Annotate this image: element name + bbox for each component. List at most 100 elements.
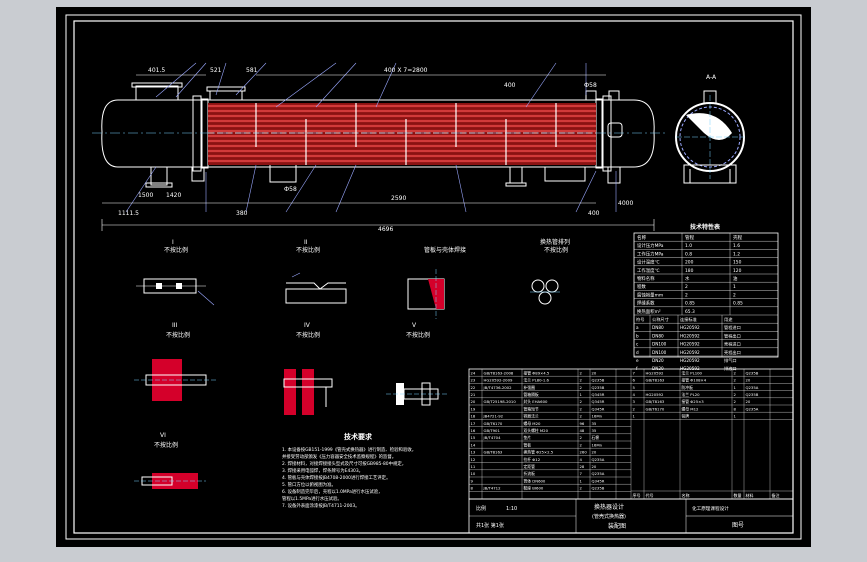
bom-cell: 接管 Φ25×3 <box>682 399 705 404</box>
svg-text:不按比例: 不按比例 <box>164 246 188 254</box>
svg-text:IV: IV <box>304 322 311 329</box>
svg-text:不按比例: 不按比例 <box>544 246 568 254</box>
spec-cell: 0.85 <box>685 301 695 307</box>
dim-left-a: 1111.5 <box>118 210 139 217</box>
detail-view-tubesheet-weld: 管板与壳体焊接 <box>407 246 466 319</box>
bom-cell: 7 <box>633 370 636 375</box>
spec-table-title: 技术特性表 <box>690 223 721 231</box>
outer-frame <box>65 14 802 540</box>
part-leaders <box>125 62 617 213</box>
bom-cell: GB/T901 <box>484 428 501 433</box>
spec-cell: 1.0 <box>685 243 692 249</box>
spec-cell: 0.8 <box>685 251 692 257</box>
spec-cell: 0.85 <box>733 301 743 307</box>
dim-top-left: 401.5 <box>148 67 165 74</box>
bom-cell: 管箱短节 <box>524 406 539 411</box>
bom-header-cell: 备注 <box>772 492 780 498</box>
bom-cell: 2 <box>580 406 583 411</box>
title-scale-value: 1:10 <box>506 506 517 512</box>
spec-cell: 150 <box>733 260 742 266</box>
bom-cell: 容器法兰 <box>524 414 539 419</box>
spec-cell: 腐蚀裕量mm <box>637 291 663 298</box>
bom-cell: 260 <box>580 450 588 455</box>
bom-cell: Q235A <box>592 471 605 476</box>
bom-cell: 2 <box>633 406 636 411</box>
drawing-sheet: 4696 2590 400 X 7=2800 401.5 521 581 400… <box>56 7 811 547</box>
bom-cell: 拉杆 Φ12 <box>524 457 541 462</box>
nozzle-cell: HG20592 <box>680 325 700 330</box>
inner-frame <box>73 20 794 534</box>
nozzle-cell: DN80 <box>652 325 664 330</box>
bom-cell: 2 <box>580 414 583 419</box>
bom-cell: 11 <box>471 464 476 469</box>
detail-view-3: III 不按比例 <box>134 322 216 401</box>
bom-cell: 1 <box>580 392 583 397</box>
bom-cell: GB/T6170 <box>646 406 665 411</box>
bom-cell: 20 <box>746 378 751 383</box>
section-a-a-view: A-A <box>675 74 745 184</box>
svg-text:管板与壳体焊接: 管板与壳体焊接 <box>424 246 466 254</box>
title-drawing-no: 图号 <box>732 522 744 529</box>
bom-cell: GB/T8163 <box>646 378 665 383</box>
bom-cell: 4 <box>580 457 583 462</box>
spec-cell: 油 <box>733 275 738 282</box>
bom-cell: 接管 Φ89×4.5 <box>524 370 550 375</box>
bom-cell: 3 <box>633 399 636 404</box>
bom-cell: 2 <box>580 486 583 491</box>
nozzle-cell: 壳程出口 <box>724 349 741 356</box>
bom-cell: 法兰 PL100 <box>682 370 703 375</box>
tech-req-line: 6. 设备制造完毕后，壳程以1.0MPa进行水压试验， <box>282 488 383 495</box>
bom-cell: 筒体 DN600 <box>524 478 546 483</box>
nozzle-cell: e <box>636 358 639 363</box>
bom-cell: GB/T8163-2008 <box>484 370 514 375</box>
bom-cell: 20 <box>746 399 751 404</box>
nozzle-cell: b <box>636 333 639 338</box>
svg-text:I: I <box>172 239 174 246</box>
svg-text:III: III <box>172 322 178 329</box>
nozzle-cell: c <box>636 342 639 347</box>
nozzle-cell: 排气口 <box>724 357 737 364</box>
bom-cell: 8 <box>471 486 474 491</box>
bom-cell: 接管 Φ108×4 <box>682 378 707 383</box>
bom-cell: HG20592 <box>646 392 664 397</box>
bom-cell: 1 <box>633 414 636 419</box>
svg-text:VI: VI <box>160 432 166 439</box>
svg-text:不按比例: 不按比例 <box>166 331 190 339</box>
bom-header-cell: 材料 <box>746 492 754 498</box>
bom-cell: 4 <box>633 392 636 397</box>
title-subtitle: (管壳式换热器) <box>592 513 626 520</box>
detail-view-2: II 不按比例 <box>285 239 347 304</box>
bom-cell: 管板 <box>524 442 532 447</box>
bom-cell: 18 <box>471 414 476 419</box>
bom-cell: 2 <box>734 370 737 375</box>
bom-cell: 石棉 <box>592 435 600 440</box>
bom-cell: 14 <box>471 442 476 447</box>
tech-req-line: 并接受劳动部颁发《压力容器安全技术监察规程》的监督。 <box>282 453 396 460</box>
svg-text:不按比例: 不按比例 <box>406 331 430 339</box>
nozzle-cell: HG20592 <box>680 333 700 338</box>
bom-cell: 8 <box>734 406 737 411</box>
nozzle-header-cell: 公称尺寸 <box>652 316 669 323</box>
bom-cell: Q345R <box>592 392 605 397</box>
bom-cell: 补强圈 <box>524 385 536 390</box>
bom-cell: 铭牌 <box>682 414 690 419</box>
bom-cell: 35 <box>592 428 597 433</box>
bom-cell: 24 <box>471 370 476 375</box>
bom-cell: Q345R <box>592 478 605 483</box>
dim-mid-a: 380 <box>236 210 248 217</box>
bom-cell: 20 <box>592 370 597 375</box>
bom-cell: 2 <box>580 442 583 447</box>
main-elevation-view <box>101 82 655 188</box>
technical-requirements: 技术要求 1. 本设备按GB151-1999《管壳式换热器》进行制造、检验和验收… <box>282 432 416 509</box>
spec-cell: 程数 <box>637 283 646 290</box>
spec-cell: 1.6 <box>733 243 740 249</box>
bom-cell: 28 <box>580 464 585 469</box>
bom-cell: 20 <box>592 464 597 469</box>
bom-cell: HG20592-2009 <box>484 378 513 383</box>
title-block: 换热器设计 (管壳式换热器) 装配图 化工原理课程设计 图号 比例 1:10 共… <box>468 498 794 534</box>
bom-cell: Q235B <box>592 378 605 383</box>
bom-cell: 16 <box>471 428 476 433</box>
title-drawing-type: 装配图 <box>608 522 626 530</box>
bom-cell: 13 <box>471 450 476 455</box>
